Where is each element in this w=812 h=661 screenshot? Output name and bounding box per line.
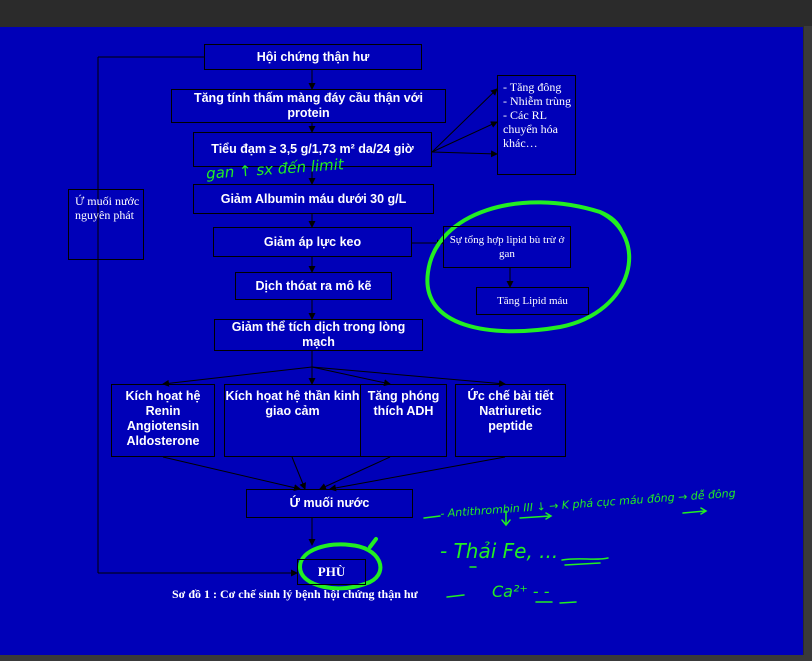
node-proteinuria: Tiểu đạm ≥ 3,5 g/1,73 m² da/24 giờ <box>193 132 432 167</box>
hyperlipidemia: Tăng Lipid máu <box>476 287 589 315</box>
node-natriuretic-inhibition: Ức chế bài tiết Natriuretic peptide <box>455 384 566 457</box>
window-top-bar <box>0 0 812 26</box>
bottom-bar <box>0 655 812 661</box>
node-adh-release: Tăng phóng thích ADH <box>360 384 447 457</box>
annotation-calcium: Ca²⁺ - - <box>492 582 550 601</box>
complication-infection: - Nhiễm trùng <box>503 94 571 108</box>
side-complications: - Tăng đông - Nhiễm trùng - Các RL chuyể… <box>497 75 576 175</box>
node-increased-permeability: Tăng tính thấm màng đáy cầu thận với pro… <box>171 89 446 123</box>
node-hypoalbuminemia: Giảm Albumin máu dưới 30 g/L <box>193 184 434 214</box>
node-decreased-intravascular-volume: Giảm thể tích dịch trong lòng mạch <box>214 319 423 351</box>
node-raas-activation: Kích họat hệ Renin Angiotensin Aldostero… <box>111 384 215 457</box>
complication-metabolic: - Các RL chuyển hóa khác… <box>503 108 558 150</box>
node-interstitial-leak: Dịch thóat ra mô kẽ <box>235 272 392 300</box>
connector-arrows <box>97 56 708 604</box>
annotation-iron: - Thải Fe, ... <box>440 539 559 563</box>
lipid-compensation: Sự tổng hợp lipid bù trừ ở gan <box>443 226 571 268</box>
slide: Hội chứng thận hư Tăng tính thấm màng đá… <box>0 27 803 655</box>
node-decreased-oncotic-pressure: Giảm áp lực keo <box>213 227 412 257</box>
figure-caption: Sơ đồ 1 : Cơ chế sinh lý bệnh hội chứng … <box>172 587 418 601</box>
node-sympathetic-activation: Kích họat hệ thần kinh giao cảm <box>224 384 361 457</box>
vertical-scrollbar[interactable] <box>804 26 812 661</box>
node-nephrotic-syndrome: Hội chứng thận hư <box>204 44 422 70</box>
complication-coagulation: - Tăng đông <box>503 80 562 94</box>
node-salt-water-retention: Ứ muối nước <box>246 489 413 518</box>
node-edema: PHÙ <box>297 559 366 585</box>
side-primary-retention: Ứ muối nước nguyên phát <box>68 189 144 260</box>
